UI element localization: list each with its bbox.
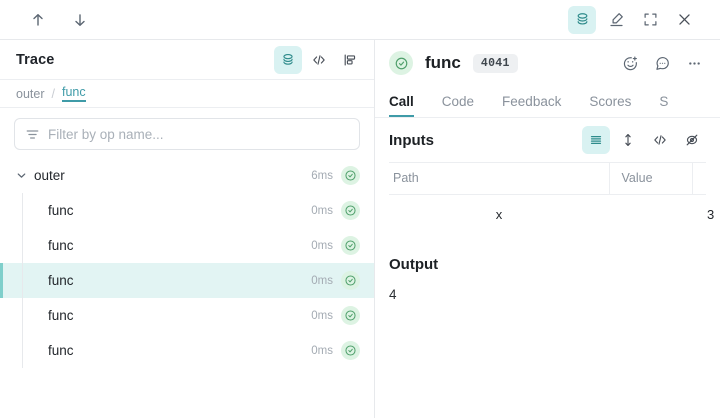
column-header-value[interactable]: Value [608,162,692,195]
inputs-view-switcher [582,126,706,154]
status-success-icon [341,201,360,220]
tab-code[interactable]: Code [441,94,475,109]
status-success-icon [341,236,360,255]
breadcrumb-current[interactable]: func [61,85,86,102]
row-selection-accent [0,193,3,228]
tab-s[interactable]: S [659,94,669,109]
inputs-section-header: Inputs [389,118,706,162]
tab-call[interactable]: Call [389,86,428,117]
status-success-icon [341,166,360,185]
cell-value: 3 [707,207,715,222]
trace-row-duration: 0ms [311,309,333,322]
breadcrumb: outer / func [0,80,374,108]
arrow-up-icon[interactable] [24,6,52,34]
emoji-add-icon[interactable] [616,49,644,77]
output-value: 4 [389,287,397,302]
fullscreen-expand-icon[interactable] [636,6,664,34]
chevron-down-icon[interactable] [8,169,34,182]
trace-row-duration: 0ms [311,239,333,252]
trace-row-func-3[interactable]: func 0ms [0,263,374,298]
code-brackets-icon[interactable] [305,46,333,74]
close-x-icon[interactable] [670,6,698,34]
status-success-icon [341,271,360,290]
trace-panel-header: Trace [0,40,374,80]
flamegraph-icon[interactable] [336,46,364,74]
trace-row-label: func [48,273,74,288]
trace-row-label: func [48,203,74,218]
main-split: Trace [0,40,720,418]
filter-input[interactable] [48,126,349,142]
highlighter-pen-icon[interactable] [602,6,630,34]
row-selection-accent [0,298,3,333]
column-header-path[interactable]: Path [389,162,609,195]
top-toolbar-actions [568,5,712,34]
trace-row-label: func [48,343,74,358]
detail-header-actions [616,49,708,77]
output-title: Output [389,256,439,273]
top-toolbar-nav [24,6,94,34]
row-selection-accent [0,158,3,193]
column-header-spacer [691,162,706,195]
breadcrumb-separator: / [51,86,55,101]
detail-header: func 4041 [375,40,720,86]
table-header-row: Path Value [389,162,706,195]
page-title: func [425,53,461,72]
trace-row-duration: 0ms [311,344,333,357]
tab-feedback[interactable]: Feedback [502,94,562,109]
trace-row-label: func [48,238,74,253]
trace-row-label: outer [34,168,65,183]
row-selection-accent [0,333,3,368]
expand-vertical-icon[interactable] [614,126,642,154]
trace-row-func-1[interactable]: func 0ms [0,193,374,228]
tree-guide-line [22,228,23,263]
trace-row-label: func [48,308,74,323]
arrow-down-icon[interactable] [66,6,94,34]
stacked-layers-icon[interactable] [568,5,596,34]
detail-tabs[interactable]: Call Code Feedback Scores S [375,86,720,118]
inputs-table-head: Path Value [389,162,706,195]
tab-scores[interactable]: Scores [589,94,632,109]
trace-row-duration: 0ms [311,204,333,217]
comment-bubble-icon[interactable] [648,49,676,77]
tree-guide-line [22,298,23,333]
trace-panel: Trace [0,40,375,418]
eye-slash-icon[interactable] [678,126,706,154]
trace-row-func-5[interactable]: func 0ms [0,333,374,368]
list-view-icon[interactable] [582,126,610,154]
trace-row-duration: 6ms [311,169,333,182]
detail-panel: func 4041 [375,40,720,418]
trace-view-switcher [274,45,364,74]
trace-row-func-4[interactable]: func 0ms [0,298,374,333]
trace-row-func-2[interactable]: func 0ms [0,228,374,263]
inputs-title: Inputs [389,131,434,149]
call-id-badge: 4041 [472,53,518,73]
stacked-layers-icon[interactable] [274,45,302,74]
trace-panel-title: Trace [16,51,55,68]
trace-row-outer-0[interactable]: outer 6ms [0,158,374,193]
trace-row-duration: 0ms [311,274,333,287]
cell-spacer [692,195,706,235]
filter-container [0,108,374,158]
tree-guide-line [22,333,23,368]
status-success-icon [341,306,360,325]
breadcrumb-parent[interactable]: outer [16,86,45,101]
tree-guide-line [22,193,23,228]
status-success-icon [341,341,360,360]
tree-guide-line [22,263,23,298]
filter-field[interactable] [14,118,360,150]
more-horizontal-icon[interactable] [680,49,708,77]
top-toolbar [0,0,720,40]
code-brackets-icon[interactable] [646,126,674,154]
status-success-icon [389,51,413,75]
cell-path: x [495,207,503,222]
row-selection-accent [0,228,3,263]
detail-body: Inputs [375,118,720,418]
row-selection-accent [0,263,3,298]
filter-lines-icon [25,127,40,142]
